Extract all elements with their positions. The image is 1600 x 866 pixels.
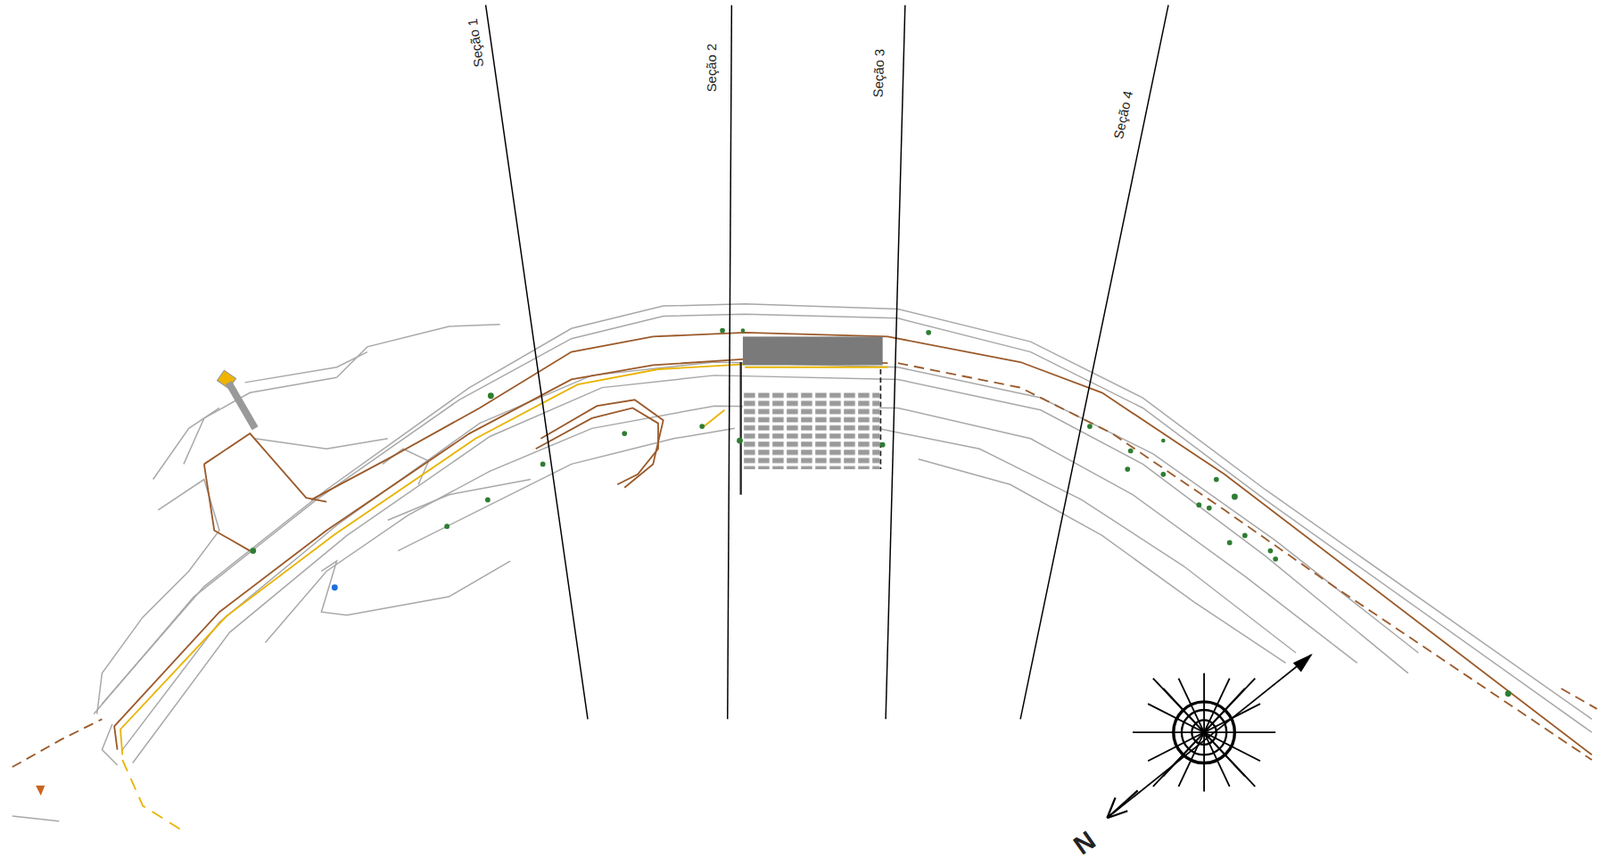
section-label: Seção 1	[466, 16, 487, 69]
section-label: Seção 3	[872, 48, 888, 99]
north-arrow	[1106, 654, 1312, 818]
road-edges	[12, 332, 1598, 832]
tree-symbols	[249, 328, 1511, 697]
section-label: Seção 4	[1112, 89, 1136, 142]
north-label: N	[1068, 825, 1101, 860]
contour-lines	[12, 304, 1592, 822]
section-label: Seção 2	[704, 41, 718, 93]
structures	[35, 336, 883, 796]
section-lines	[486, 5, 1169, 720]
